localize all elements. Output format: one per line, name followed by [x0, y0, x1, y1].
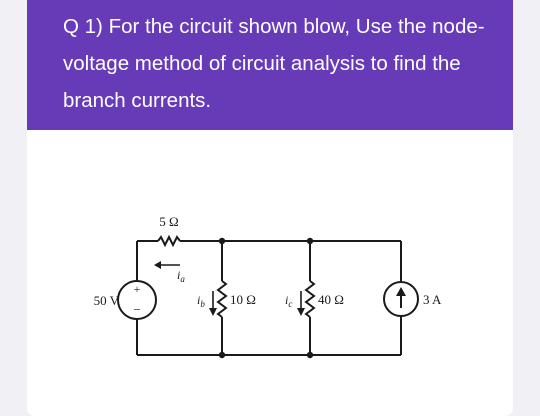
series-resistor-symbol — [157, 234, 181, 248]
current-b-symbol: i — [197, 293, 200, 307]
node-top-2 — [306, 237, 314, 245]
source-minus-sign: − — [133, 302, 140, 317]
source-voltage-label: 50 V — [94, 293, 120, 308]
current-c-label: ic — [285, 293, 292, 309]
voltage-source-symbol — [117, 280, 157, 320]
current-c-subscript: c — [288, 299, 292, 309]
question-text: Q 1) For the circuit shown blow, Use the… — [63, 15, 485, 112]
current-b-arrowhead — [209, 308, 217, 316]
question-header: Q 1) For the circuit shown blow, Use the… — [27, 0, 513, 130]
resistor-2-symbol — [304, 280, 316, 318]
current-source-label: 3 A — [423, 292, 442, 307]
series-resistor-label: 5 Ω — [159, 214, 178, 229]
current-c-symbol: i — [285, 293, 288, 307]
resistor-1-symbol — [216, 280, 228, 318]
current-c-arrowhead — [297, 308, 305, 316]
question-card: Q 1) For the circuit shown blow, Use the… — [27, 0, 513, 416]
circuit-diagram: 5 Ω ia 50 V + − ib 10 Ω ic 40 Ω 3 A — [94, 214, 442, 359]
current-a-symbol: i — [177, 268, 180, 282]
current-a-arrowhead — [154, 261, 161, 269]
resistor-1-label: 10 Ω — [230, 292, 256, 307]
circuit-figure: 5 Ω ia 50 V + − ib 10 Ω ic 40 Ω 3 A — [27, 195, 513, 375]
current-source-arrowhead — [396, 287, 406, 296]
current-a-label: ia — [177, 268, 185, 284]
node-top-1 — [218, 237, 226, 245]
current-a-subscript: a — [180, 274, 185, 284]
resistor-2-label: 40 Ω — [318, 292, 344, 307]
node-bottom-1 — [218, 351, 226, 359]
current-b-label: ib — [197, 293, 205, 309]
source-plus-sign: + — [134, 282, 141, 296]
current-b-subscript: b — [200, 299, 205, 309]
node-bottom-2 — [306, 351, 314, 359]
